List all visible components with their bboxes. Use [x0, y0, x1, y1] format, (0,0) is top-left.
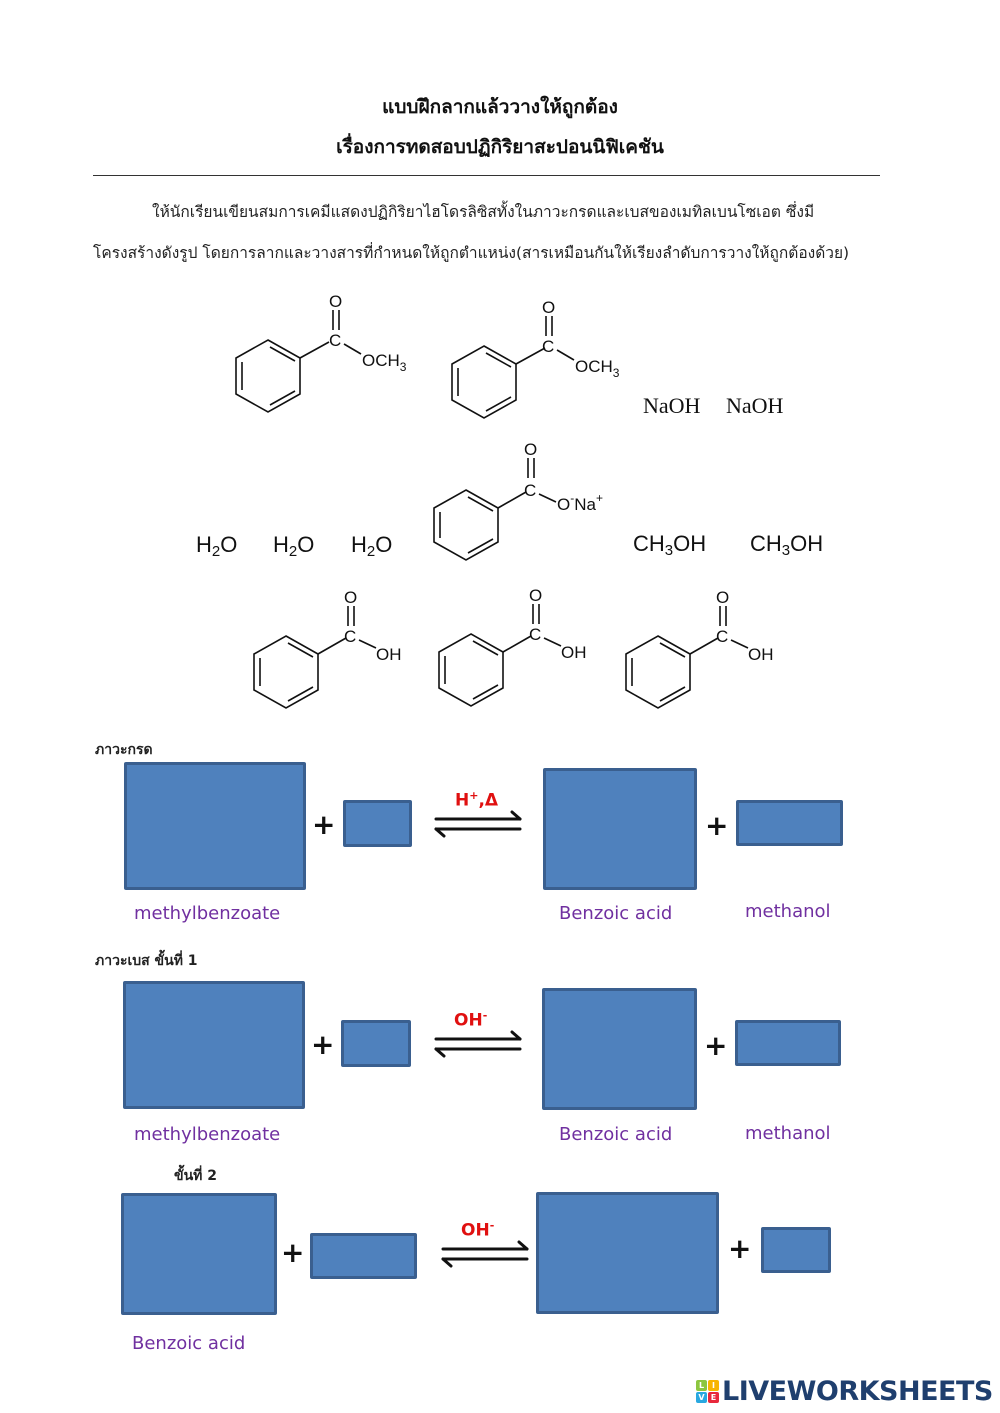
base-step2-label: ขั้นที่ 2	[174, 1168, 217, 1184]
svg-text:O: O	[716, 588, 729, 607]
acid-product-2-drop-zone[interactable]	[736, 800, 843, 846]
acid-product-1-caption: Benzoic acid	[559, 903, 673, 924]
base2-reactant-caption: Benzoic acid	[132, 1333, 246, 1354]
svg-text:C: C	[344, 627, 356, 646]
draggable-methyl-benzoate-2[interactable]: O C OCH3	[444, 296, 644, 426]
acid-product-2-caption: methanol	[745, 901, 831, 922]
base2-product-2-drop-zone[interactable]	[761, 1227, 831, 1273]
header-divider	[93, 175, 880, 176]
instruction-line-1: ให้นักเรียนเขียนสมการเคมีแสดงปฏิกิริยาไฮ…	[152, 203, 815, 221]
acid-condition-label: H+,Δ	[455, 789, 499, 811]
base1-reactant-caption: methylbenzoate	[134, 1124, 281, 1145]
logo-wordmark: LIVEWORKSHEETS	[722, 1376, 993, 1407]
svg-text:O: O	[524, 440, 537, 459]
equilibrium-arrow-icon	[434, 810, 522, 838]
svg-text:C: C	[329, 331, 341, 350]
base1-condition-label: OH-	[454, 1009, 488, 1031]
base1-product-1-caption: Benzoic acid	[559, 1124, 673, 1145]
liveworksheets-logo: L I V E LIVEWORKSHEETS	[696, 1376, 993, 1407]
base-step1-label: ภาวะเบส ขั้นที่ 1	[95, 953, 198, 969]
live-tile-icon: L I V E	[696, 1380, 719, 1403]
draggable-water-1[interactable]: H2O	[196, 532, 238, 560]
svg-text:C: C	[524, 481, 536, 500]
draggable-benzoic-acid-3[interactable]: O C OH	[618, 586, 798, 716]
acid-plus-2: +	[705, 809, 729, 842]
svg-text:OCH3: OCH3	[575, 357, 620, 380]
draggable-benzoic-acid-2[interactable]: O C OH	[431, 584, 611, 714]
draggable-water-2[interactable]: H2O	[273, 532, 315, 560]
draggable-methanol-2[interactable]: CH3OH	[750, 531, 824, 559]
svg-text:C: C	[716, 627, 728, 646]
draggable-naoh-1[interactable]: NaOH	[643, 393, 701, 418]
base2-plus-2: +	[728, 1232, 752, 1265]
svg-text:OH: OH	[561, 643, 587, 662]
base1-product-1-drop-zone[interactable]	[542, 988, 697, 1110]
equilibrium-arrow-icon	[434, 1030, 522, 1058]
svg-text:O: O	[542, 298, 555, 317]
worksheet-subtitle: เรื่องการทดสอบปฏิกิริยาสะปอนนิฟิเคชัน	[336, 136, 664, 158]
base1-product-2-drop-zone[interactable]	[735, 1020, 841, 1066]
svg-text:OH: OH	[376, 645, 402, 664]
draggable-naoh-2[interactable]: NaOH	[726, 393, 784, 418]
base2-reactant-drop-zone[interactable]	[121, 1193, 277, 1315]
svg-text:C: C	[529, 625, 541, 644]
svg-text:O: O	[344, 588, 357, 607]
base1-reactant-drop-zone[interactable]	[123, 981, 305, 1109]
acid-plus-1: +	[312, 808, 336, 841]
acid-section-label: ภาวะกรด	[95, 742, 153, 758]
svg-text:C: C	[542, 337, 554, 356]
base1-product-2-caption: methanol	[745, 1123, 831, 1144]
acid-reagent-drop-zone[interactable]	[343, 800, 412, 847]
equilibrium-arrow-icon	[441, 1240, 529, 1268]
base1-reagent-drop-zone[interactable]	[341, 1020, 411, 1067]
svg-text:OH: OH	[748, 645, 774, 664]
svg-text:OCH3: OCH3	[362, 351, 407, 374]
base1-plus-2: +	[704, 1029, 728, 1062]
base2-reagent-drop-zone[interactable]	[310, 1233, 417, 1279]
draggable-sodium-benzoate[interactable]: O C O-Na+	[426, 438, 626, 568]
acid-product-1-drop-zone[interactable]	[543, 768, 697, 890]
svg-text:O: O	[529, 586, 542, 605]
acid-reactant-caption: methylbenzoate	[134, 903, 281, 924]
draggable-benzoic-acid-1[interactable]: O C OH	[246, 586, 426, 716]
acid-reactant-drop-zone[interactable]	[124, 762, 306, 890]
draggable-methyl-benzoate-1[interactable]: O C OCH3	[228, 290, 428, 420]
draggable-methanol-1[interactable]: CH3OH	[633, 531, 707, 559]
base2-product-1-drop-zone[interactable]	[536, 1192, 719, 1314]
base2-plus-1: +	[281, 1236, 305, 1269]
base1-plus-1: +	[311, 1028, 335, 1061]
base2-condition-label: OH-	[461, 1219, 495, 1241]
instruction-line-2: โครงสร้างดังรูป โดยการลากและวางสารที่กำห…	[93, 244, 850, 262]
svg-text:O-Na+: O-Na+	[557, 491, 603, 514]
svg-text:O: O	[329, 292, 342, 311]
worksheet-title: แบบฝึกลากแล้ววางให้ถูกต้อง	[382, 96, 618, 118]
draggable-water-3[interactable]: H2O	[351, 532, 393, 560]
